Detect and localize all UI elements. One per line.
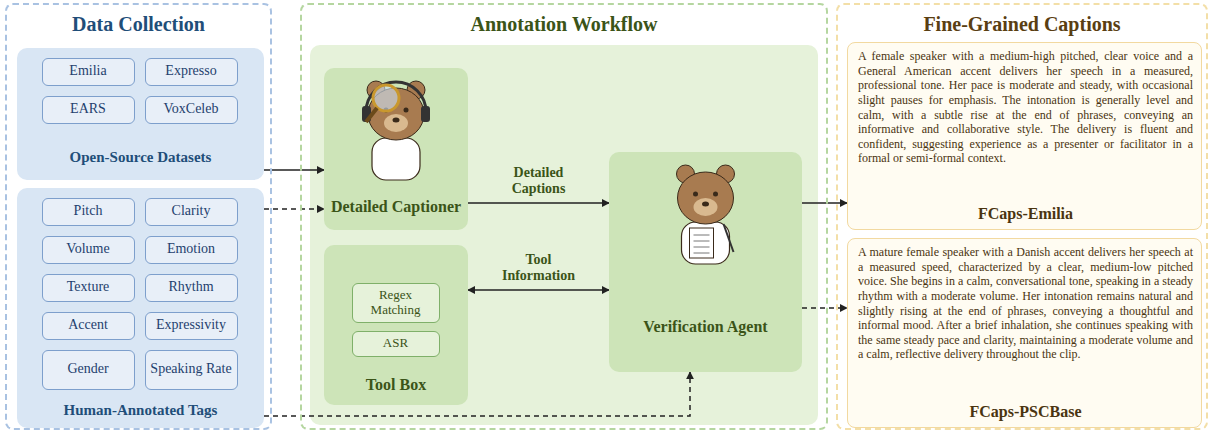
box-label: Expresso xyxy=(148,59,234,84)
tag-box: Accent xyxy=(42,312,135,340)
mascot-illustration xyxy=(609,152,802,272)
box-label: Texture xyxy=(45,275,131,300)
box-label: Clarity xyxy=(148,199,234,224)
group-box: Verification Agent xyxy=(609,152,802,372)
group-box: Detailed Captioner xyxy=(324,68,468,230)
box-label: FCaps-Emilia xyxy=(848,201,1203,227)
tag-box: Volume xyxy=(42,236,135,264)
tag-box: Gender xyxy=(42,350,135,390)
box-label: Expressivity xyxy=(148,313,234,338)
tag-box: Emotion xyxy=(145,236,238,264)
box-label: Regex Matching xyxy=(355,284,436,321)
group-box: Human-Annotated Tags Pitch ClarityVolume Em… xyxy=(17,188,264,428)
tag-box: Clarity xyxy=(145,198,238,226)
tag-box: Pitch xyxy=(42,198,135,226)
caption-box: A female speaker with a medium-high pitc… xyxy=(847,42,1202,230)
tag-box: Expressivity xyxy=(145,312,238,340)
tag-box: VoxCeleb xyxy=(145,96,238,124)
mascot-illustration xyxy=(324,68,468,188)
box-label: Detailed Captioner xyxy=(324,186,468,228)
tag-box: Texture xyxy=(42,274,135,302)
box-label: Verification Agent xyxy=(609,302,802,352)
panel-title: Annotation Workflow xyxy=(302,9,826,39)
panel: Fine-Grained Captions A female speaker wi… xyxy=(836,3,1208,430)
box-label: Gender xyxy=(45,351,131,388)
box-label: Emotion xyxy=(148,237,234,262)
caption-text: A mature female speaker with a Danish ac… xyxy=(858,245,1193,399)
box-label: ASR xyxy=(355,332,436,355)
panel: Data CollectionOpen-Source Datasets Emili… xyxy=(5,3,272,430)
tag-box: EARS xyxy=(42,96,135,124)
connector-arrow xyxy=(802,202,847,204)
panel: Annotation WorkflowDetailed CaptionerToo… xyxy=(300,3,828,430)
tag-box: Regex Matching xyxy=(352,283,440,323)
edge-label: Tool Information xyxy=(491,252,587,284)
group-box: Open-Source Datasets Emilia ExpressoEARS Vo… xyxy=(17,48,264,180)
workflow-ground xyxy=(310,45,818,425)
box-label: EARS xyxy=(45,97,131,122)
caption-box: A mature female speaker with a Danish ac… xyxy=(847,238,1202,428)
bear-mascot xyxy=(677,165,735,264)
tag-box: Expresso xyxy=(145,58,238,86)
box-label: Rhythm xyxy=(148,275,234,300)
panel-title: Data Collection xyxy=(7,9,270,39)
box-label: Speaking Rate xyxy=(148,351,234,388)
box-label: Accent xyxy=(45,313,131,338)
box-label: Emilia xyxy=(45,59,131,84)
box-label: FCaps-PSCBase xyxy=(848,399,1203,425)
box-label: Tool Box xyxy=(324,371,468,399)
bear-mascot xyxy=(362,81,430,180)
box-label: Volume xyxy=(45,237,131,262)
box-label: VoxCeleb xyxy=(148,97,234,122)
group-box: Tool Box Regex MatchingASR xyxy=(324,245,468,405)
tag-box: Speaking Rate xyxy=(145,350,238,390)
tag-box: Rhythm xyxy=(145,274,238,302)
tag-box: Emilia xyxy=(42,58,135,86)
connector-arrow xyxy=(468,202,609,204)
connector-arrow xyxy=(264,169,324,171)
connector-arrow xyxy=(264,208,324,210)
box-label: Pitch xyxy=(45,199,131,224)
box-label: Human-Annotated Tags xyxy=(17,398,264,424)
connector-arrow xyxy=(802,307,847,309)
caption-text: A female speaker with a medium-high pitc… xyxy=(858,49,1193,201)
panel-title: Fine-Grained Captions xyxy=(838,9,1206,39)
edge-label: Detailed Captions xyxy=(491,165,587,197)
box-label: Open-Source Datasets xyxy=(17,144,264,172)
tag-box: ASR xyxy=(352,331,440,357)
connector-arrow xyxy=(468,289,609,291)
